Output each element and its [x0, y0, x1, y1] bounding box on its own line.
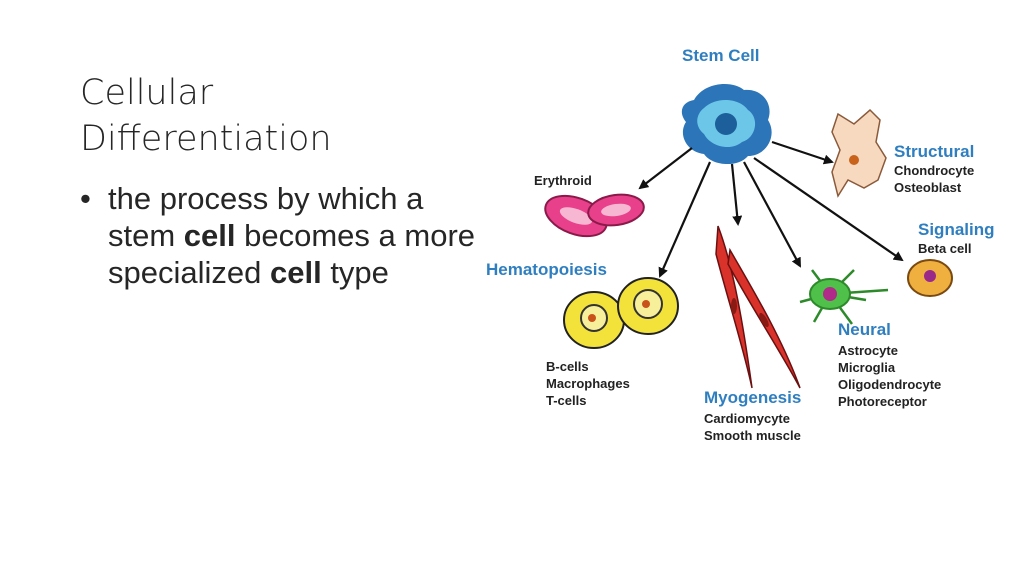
hematopoiesis-label: Hematopoiesis: [486, 260, 607, 279]
bullet-text-part: becomes a more specialized: [108, 218, 476, 290]
title-line-2: Differentiation: [80, 119, 332, 159]
myogenesis-cell-list: Cardiomycyte Smooth muscle: [704, 410, 801, 444]
neural-cell-list: Astrocyte Microglia Oligodendrocyte Phot…: [838, 342, 941, 410]
cell-type: Smooth muscle: [704, 428, 801, 443]
structural-label: Structural: [894, 142, 975, 161]
cell-type: Microglia: [838, 360, 896, 375]
stem-cell-label: Stem Cell: [682, 46, 760, 65]
slide-title: Cellular Differentiation: [80, 70, 480, 162]
bullet-bold-cell: cell: [269, 255, 322, 290]
neural-cell-image: [799, 269, 889, 325]
structural-cell-image: [831, 108, 887, 198]
cell-type: T-cells: [546, 393, 587, 408]
cell-type: Cardiomycyte: [704, 411, 790, 426]
signaling-label: Signaling: [918, 220, 995, 239]
differentiation-diagram: Stem Cell Erythroid Hematopoiesis B-cell…: [482, 38, 1024, 458]
hematopoiesis-cells-image: [563, 277, 679, 349]
myogenesis-cells-image: [715, 225, 801, 389]
erythroid-label: Erythroid: [534, 173, 592, 188]
myogenesis-label: Myogenesis: [704, 388, 802, 407]
cell-type: Astrocyte: [838, 343, 898, 358]
hematopoiesis-cell-list: B-cells Macrophages T-cells: [546, 358, 630, 409]
cell-type: B-cells: [546, 359, 589, 374]
erythroid-cells-image: [544, 193, 645, 238]
bullet-text: the process by which a stem cell becomes…: [108, 180, 480, 291]
bullet-text-part: the process by which a stem: [108, 181, 424, 253]
cell-type: Beta cell: [918, 241, 972, 256]
stem-cell-image: [681, 84, 772, 165]
neural-label: Neural: [838, 320, 891, 339]
signaling-cell-list: Beta cell: [918, 240, 971, 257]
bullet-bold-cell: cell: [183, 218, 236, 253]
signaling-cell-image: [907, 259, 953, 297]
cell-type: Photoreceptor: [838, 394, 927, 409]
bullet-marker: •: [80, 181, 91, 216]
diagram-artwork: [544, 84, 953, 389]
structural-cell-list: Chondrocyte Osteoblast: [894, 162, 974, 196]
arrows: [638, 140, 904, 278]
bullet-text-part: type: [321, 255, 389, 290]
title-line-1: Cellular: [80, 73, 214, 113]
cell-type: Osteoblast: [894, 180, 962, 195]
cell-type: Chondrocyte: [894, 163, 975, 178]
cell-type: Oligodendrocyte: [838, 377, 942, 392]
cell-type: Macrophages: [546, 376, 630, 391]
